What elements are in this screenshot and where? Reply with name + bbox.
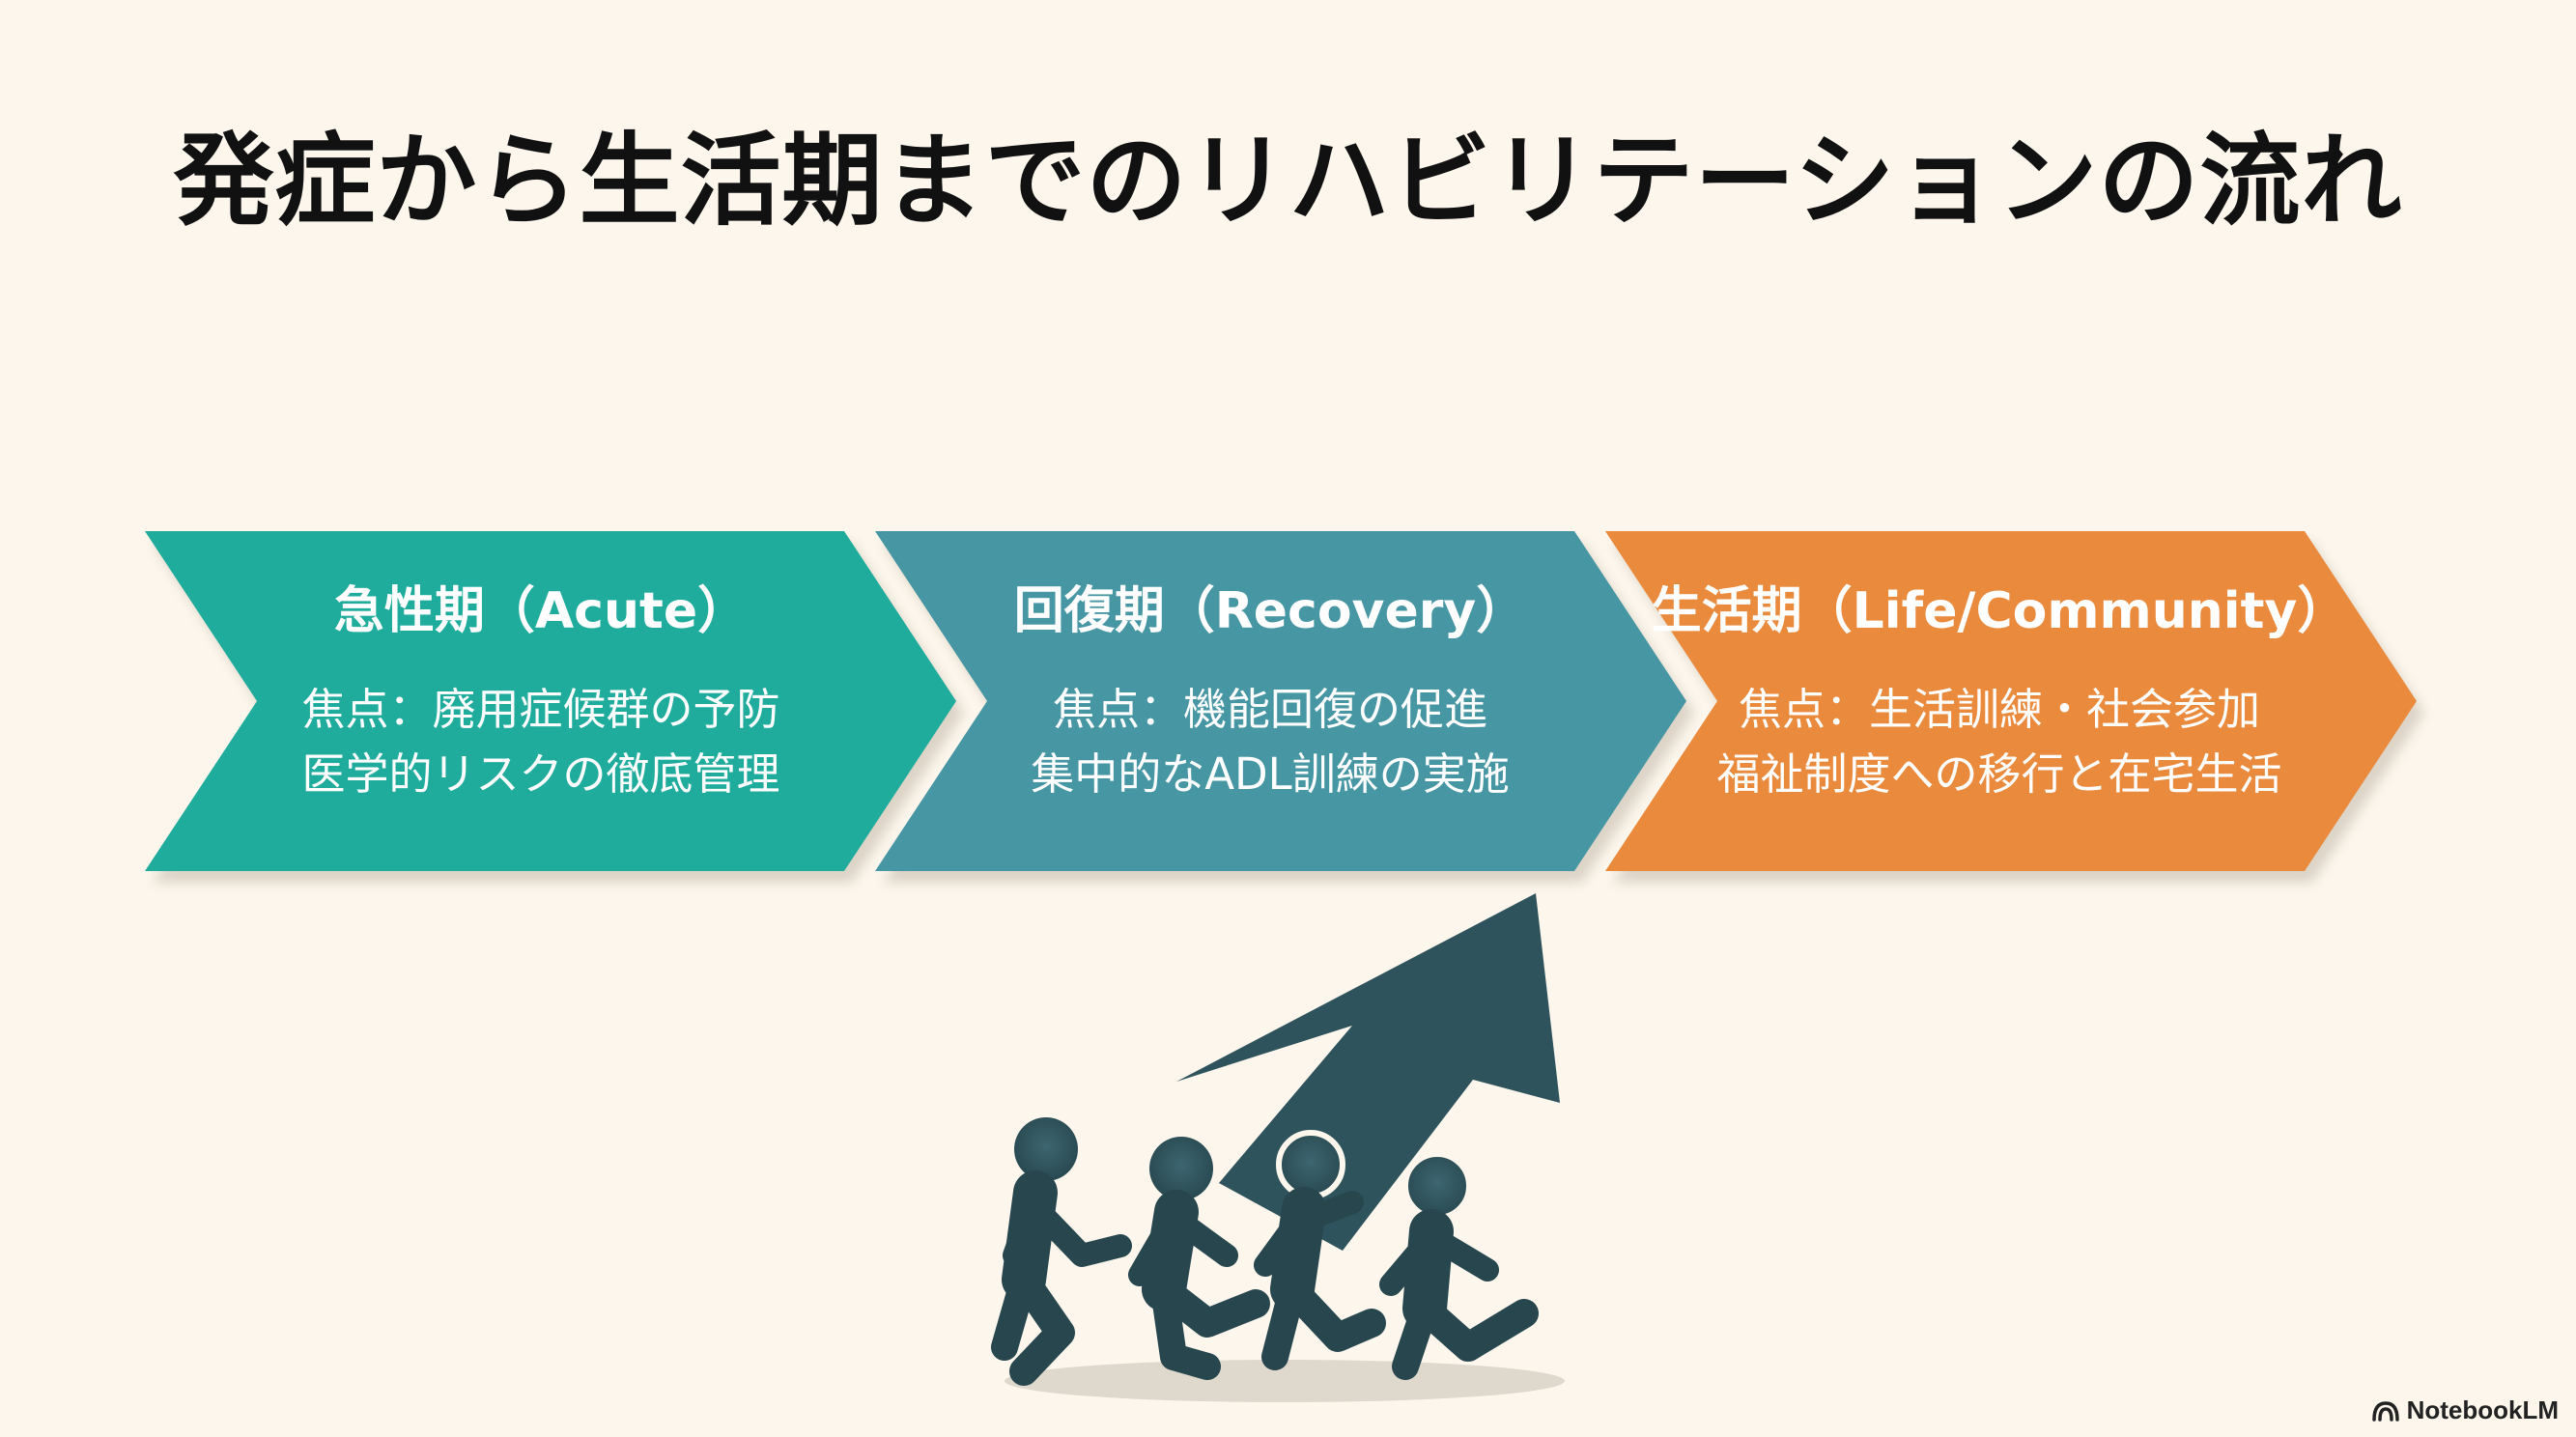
upward-arrow-icon (1176, 893, 1560, 1251)
running-figure-icon (1128, 1137, 1270, 1380)
stage-detail-acute: 医学的リスクの徹底管理 (301, 748, 780, 800)
stage-heading-life: 生活期（Life/Community） (1651, 582, 2348, 640)
stage-heading-recovery: 回復期（Recovery） (1013, 582, 1527, 640)
stage-detail-recovery: 集中的なADL訓練の実施 (1031, 748, 1510, 800)
stage-focus-acute: 焦点：廃用症候群の予防 (301, 684, 780, 735)
running-figure-icon (1379, 1151, 1539, 1380)
stage-focus-recovery: 焦点：機能回復の促進 (1052, 684, 1487, 735)
stage-detail-life: 福祉制度への移行と在宅生活 (1716, 748, 2282, 800)
stage-chevron-life (1605, 531, 2417, 871)
stage-focus-life: 焦点：生活訓練・社会参加 (1738, 684, 2260, 735)
stage-heading-acute: 急性期（Acute） (333, 582, 749, 640)
brand-name: NotebookLM (2406, 1395, 2559, 1424)
stage-chevron-acute (145, 531, 956, 871)
notebooklm-logo-icon (2371, 1400, 2399, 1422)
running-figure-icon (991, 1117, 1132, 1386)
running-people-arrow-icon (991, 893, 1565, 1402)
page-title: 発症から生活期までのリハビリテーションの流れ (173, 122, 2403, 240)
brand-watermark: NotebookLM (2371, 1395, 2559, 1425)
stage-chevron-recovery (875, 531, 1686, 871)
running-figure-icon (1254, 1130, 1386, 1370)
